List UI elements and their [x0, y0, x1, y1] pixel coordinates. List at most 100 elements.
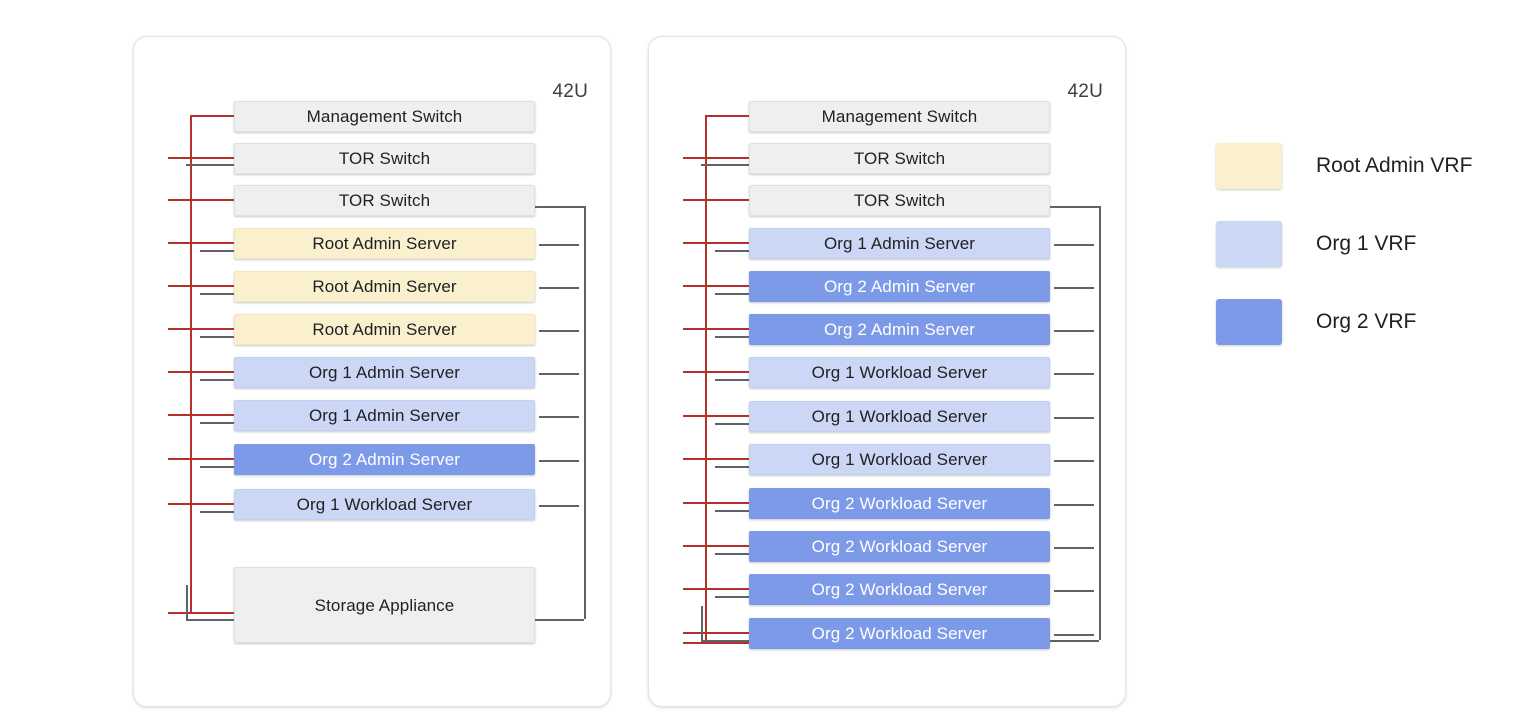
network-cable-segment	[539, 460, 579, 462]
rack-unit: Org 1 Admin Server	[234, 357, 535, 388]
power-cable-segment	[168, 199, 234, 201]
power-cable-segment	[683, 588, 749, 590]
network-cable-segment	[701, 164, 749, 166]
network-cable-segment	[701, 640, 749, 642]
network-cable-segment	[715, 553, 749, 555]
network-cable-segment	[1054, 330, 1094, 332]
rack-unit: TOR Switch	[749, 185, 1050, 216]
power-cable-segment	[683, 502, 749, 504]
power-cable-segment	[683, 632, 749, 634]
power-cable-segment	[168, 414, 234, 416]
network-bus-vertical-right	[1099, 206, 1101, 640]
rack-unit: Root Admin Server	[234, 314, 535, 345]
legend-swatch	[1216, 221, 1282, 267]
legend-label: Root Admin VRF	[1316, 154, 1473, 177]
legend-swatch	[1216, 143, 1282, 189]
rack-unit: TOR Switch	[234, 185, 535, 216]
rack-unit-storage: Storage Appliance	[234, 567, 535, 643]
power-cable-segment	[168, 242, 234, 244]
power-cable-segment	[168, 157, 234, 159]
power-bus-vertical	[190, 115, 192, 612]
network-cable-segment	[200, 379, 234, 381]
power-cable-segment	[168, 458, 234, 460]
rack-unit: Root Admin Server	[234, 271, 535, 302]
power-cable-segment	[683, 415, 749, 417]
legend-label: Org 2 VRF	[1316, 310, 1417, 333]
network-cable-segment	[539, 330, 579, 332]
power-cable-segment	[683, 545, 749, 547]
power-cable-segment	[168, 503, 234, 505]
network-cable-segment	[1054, 244, 1094, 246]
network-cable-segment	[715, 466, 749, 468]
power-bus-vertical	[705, 115, 707, 642]
power-cable-segment	[190, 115, 234, 117]
rack-capacity-label: 42U	[1067, 81, 1103, 102]
rack-unit: Org 1 Workload Server	[749, 444, 1050, 475]
rack-unit: Org 2 Workload Server	[749, 618, 1050, 649]
power-cable-segment	[683, 242, 749, 244]
network-cable-segment	[200, 250, 234, 252]
rack-unit: Org 2 Admin Server	[749, 314, 1050, 345]
rack-unit: TOR Switch	[234, 143, 535, 174]
network-bus-vertical-left	[701, 606, 703, 640]
rack-unit: Org 2 Workload Server	[749, 574, 1050, 605]
rack-unit: Org 1 Admin Server	[234, 400, 535, 431]
network-cable-segment	[186, 619, 234, 621]
legend: Root Admin VRF Org 1 VRF Org 2 VRF	[1216, 140, 1506, 374]
network-cable-segment	[715, 293, 749, 295]
network-cable-segment	[539, 244, 579, 246]
rack-unit: Org 2 Admin Server	[234, 444, 535, 475]
legend-label: Org 1 VRF	[1316, 232, 1417, 255]
power-cable-segment	[683, 157, 749, 159]
network-cable-segment	[539, 505, 579, 507]
power-cable-segment	[683, 199, 749, 201]
rack-unit: Org 2 Workload Server	[749, 531, 1050, 562]
network-cable-segment	[1050, 206, 1099, 208]
rack-unit: Org 1 Workload Server	[749, 401, 1050, 432]
rack-unit: Org 2 Workload Server	[749, 488, 1050, 519]
rack-unit: Management Switch	[234, 101, 535, 132]
network-cable-segment	[535, 206, 584, 208]
network-cable-segment	[715, 379, 749, 381]
legend-row: Org 2 VRF	[1216, 296, 1506, 348]
power-cable-segment	[683, 458, 749, 460]
network-cable-segment	[715, 250, 749, 252]
network-cable-segment	[200, 293, 234, 295]
network-bus-vertical-left	[186, 585, 188, 619]
network-cable-segment	[1054, 417, 1094, 419]
network-cable-segment	[1054, 373, 1094, 375]
network-cable-segment	[200, 336, 234, 338]
rack-unit: Org 1 Admin Server	[749, 228, 1050, 259]
network-cable-segment	[715, 423, 749, 425]
power-cable-segment	[168, 285, 234, 287]
network-cable-segment	[1054, 460, 1094, 462]
network-cable-segment	[715, 510, 749, 512]
power-cable-segment	[683, 371, 749, 373]
network-cable-segment	[539, 373, 579, 375]
power-cable-segment	[705, 115, 749, 117]
rack-unit: TOR Switch	[749, 143, 1050, 174]
rack-unit: Org 1 Workload Server	[749, 357, 1050, 388]
network-cable-segment	[539, 416, 579, 418]
network-cable-segment	[715, 336, 749, 338]
power-cable-segment	[168, 371, 234, 373]
rack-unit: Org 1 Workload Server	[234, 489, 535, 520]
rack-unit: Management Switch	[749, 101, 1050, 132]
network-cable-segment	[200, 466, 234, 468]
network-cable-segment	[1050, 640, 1099, 642]
network-cable-segment	[1054, 634, 1094, 636]
power-cable-segment	[683, 642, 749, 644]
network-cable-segment	[539, 287, 579, 289]
network-cable-segment	[186, 164, 234, 166]
network-cable-segment	[1054, 590, 1094, 592]
rack-unit: Org 2 Admin Server	[749, 271, 1050, 302]
network-cable-segment	[715, 596, 749, 598]
power-cable-segment	[168, 328, 234, 330]
network-cable-segment	[200, 511, 234, 513]
legend-row: Root Admin VRF	[1216, 140, 1506, 192]
network-cable-segment	[535, 619, 584, 621]
power-cable-segment	[168, 612, 234, 614]
power-cable-segment	[683, 285, 749, 287]
network-cable-segment	[1054, 504, 1094, 506]
